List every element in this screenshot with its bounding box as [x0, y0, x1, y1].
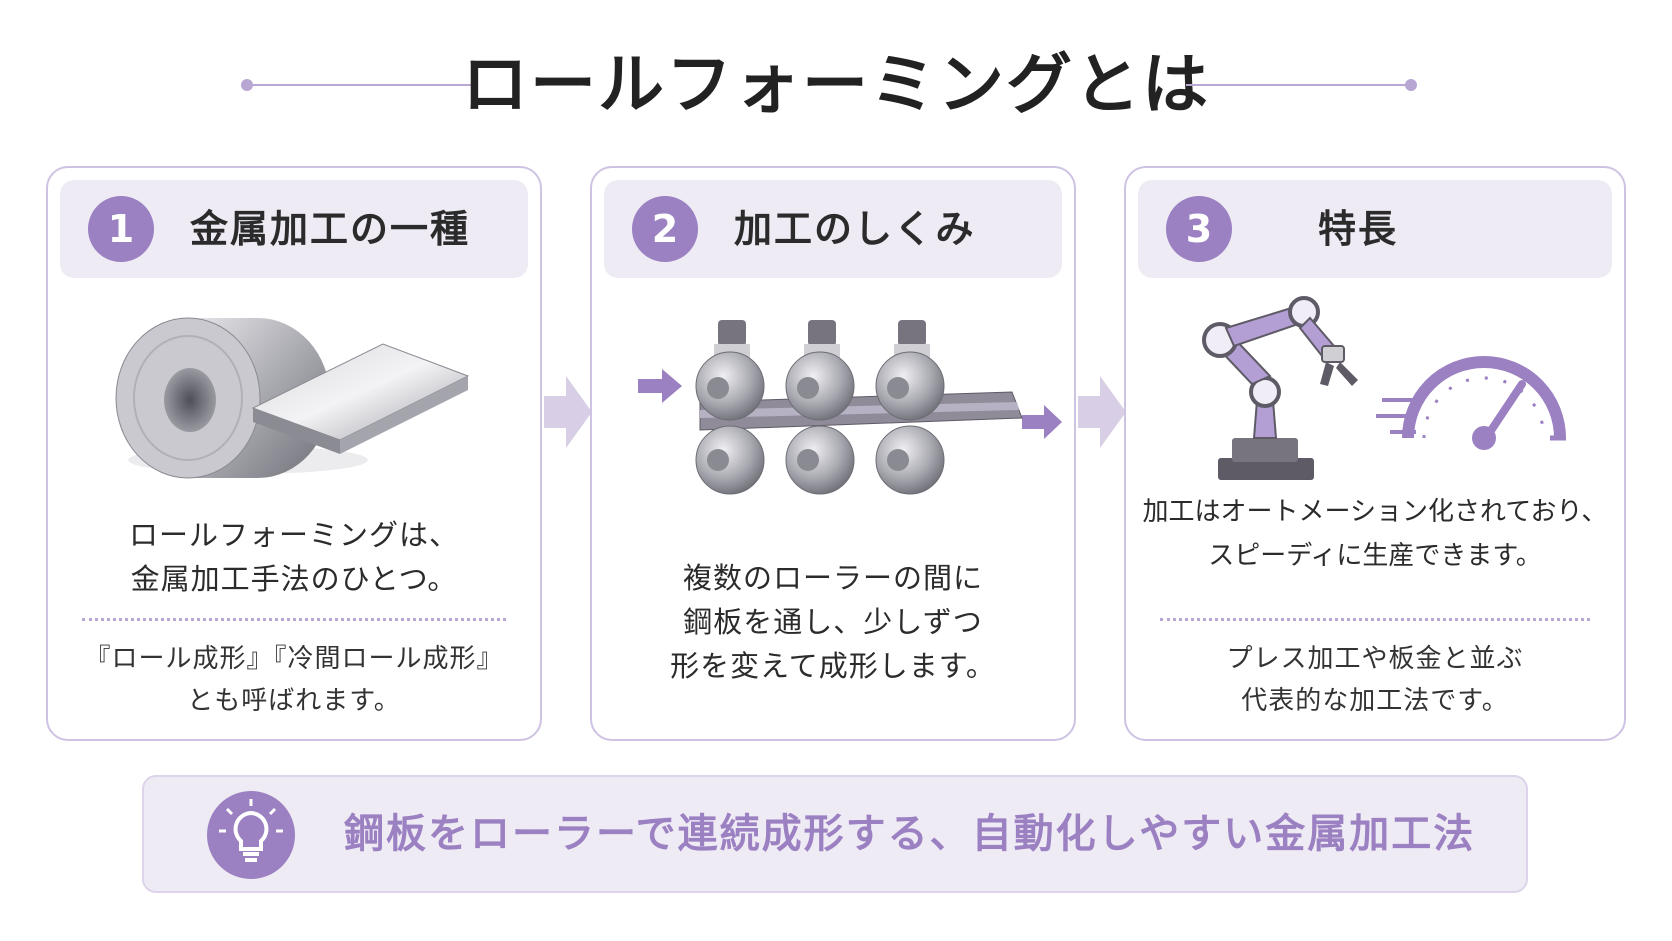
- note-line: 『ロール成形』『冷間ロール成形』: [84, 644, 504, 674]
- title-deco-line-right: [1186, 84, 1408, 86]
- card-title: 金属加工の一種: [190, 207, 471, 251]
- card-header: 1 金属加工の一種: [60, 180, 528, 278]
- title-deco-dot-right: [1405, 79, 1417, 91]
- card-body: 加工はオートメーション化されており、 スピーディに生産できます。: [1136, 490, 1614, 578]
- arrow-right-icon: [1078, 376, 1126, 448]
- arrow-right-icon: [544, 376, 592, 448]
- body-line: 複数のローラーの間に: [682, 561, 983, 595]
- steel-coil-and-sheet-icon: [48, 288, 540, 528]
- step-number-badge: 3: [1166, 196, 1232, 262]
- step-number-badge: 1: [88, 196, 154, 262]
- note-line: プレス加工や板金と並ぶ: [1226, 644, 1524, 674]
- title-area: ロールフォーミングとは: [0, 40, 1672, 130]
- card-body: 複数のローラーの間に 鋼板を通し、少しずつ 形を変えて成形します。: [602, 556, 1064, 688]
- body-line: 加工はオートメーション化されており、: [1142, 497, 1608, 527]
- step-number-badge: 2: [632, 196, 698, 262]
- card-header: 3 特長: [1138, 180, 1612, 278]
- lightbulb-icon: [207, 791, 295, 879]
- body-line: 金属加工手法のひとつ。: [130, 562, 458, 596]
- body-line: ロールフォーミングは、: [128, 518, 459, 552]
- card-note: 『ロール成形』『冷間ロール成形』 とも呼ばれます。: [58, 638, 530, 722]
- dotted-divider: [82, 618, 506, 621]
- page-title: ロールフォーミングとは: [462, 46, 1210, 123]
- roller-forming-machine-icon: [592, 288, 1074, 528]
- card-mechanism: 2 加工のしくみ: [590, 166, 1076, 741]
- title-deco-dot-left: [241, 79, 253, 91]
- card-title: 加工のしくみ: [734, 207, 976, 251]
- robot-arm-and-speedometer-icon: [1126, 288, 1624, 528]
- dotted-divider: [1160, 618, 1590, 621]
- card-metalworking: 1 金属加工の一種: [46, 166, 542, 741]
- body-line: スピーディに生産できます。: [1208, 541, 1542, 571]
- card-header: 2 加工のしくみ: [604, 180, 1062, 278]
- card-note: プレス加工や板金と並ぶ 代表的な加工法です。: [1136, 638, 1614, 722]
- card-title: 特長: [1318, 207, 1399, 251]
- title-deco-line-left: [250, 84, 472, 86]
- note-line: とも呼ばれます。: [187, 686, 401, 716]
- card-features: 3 特長 加工はオ: [1124, 166, 1626, 741]
- body-line: 形を変えて成形します。: [670, 649, 996, 683]
- body-line: 鋼板を通し、少しずつ: [683, 605, 983, 639]
- note-line: 代表的な加工法です。: [1241, 686, 1509, 716]
- card-body: ロールフォーミングは、 金属加工手法のひとつ。: [58, 513, 530, 601]
- summary-banner: 鋼板をローラーで連続成形する、自動化しやすい金属加工法: [142, 775, 1528, 893]
- summary-text: 鋼板をローラーで連続成形する、自動化しやすい金属加工法: [344, 811, 1476, 857]
